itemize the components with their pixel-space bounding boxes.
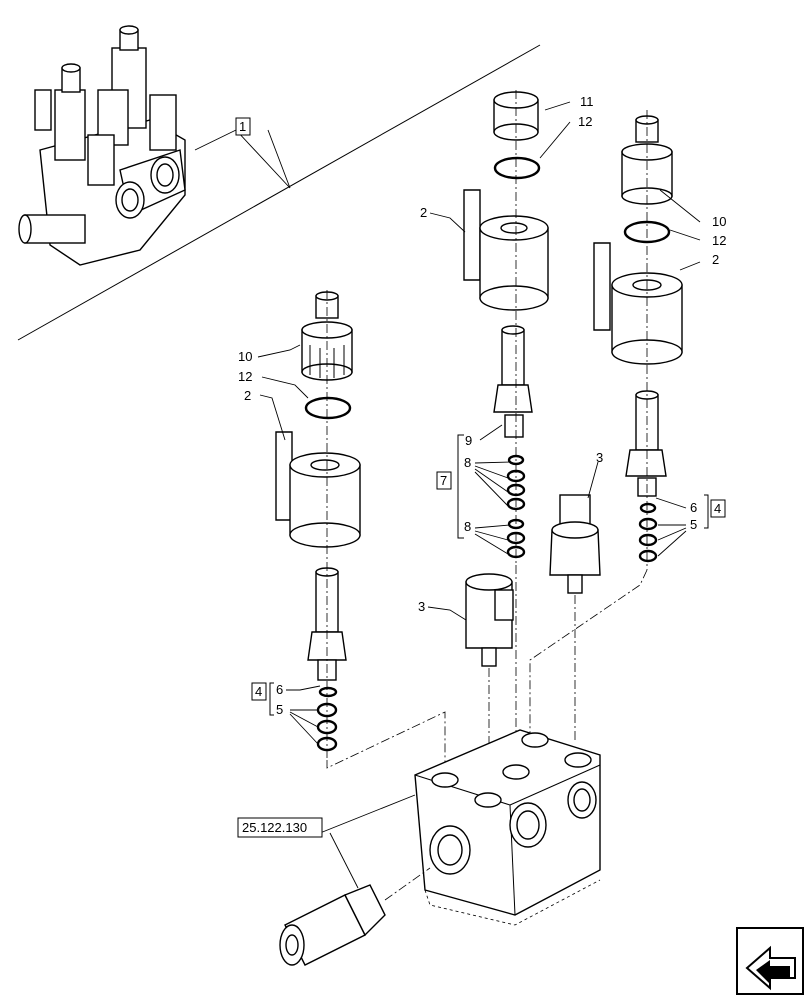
bracket-7 [457, 434, 464, 539]
callout-6-right: 6 [690, 500, 697, 515]
callout-5-left: 5 [276, 702, 283, 717]
callout-11: 11 [580, 94, 594, 109]
callout-4-left-box [251, 682, 267, 701]
callout-7: 7 [440, 473, 447, 488]
callout-2-left: 2 [244, 388, 251, 403]
callout-6-left: 6 [276, 682, 283, 697]
leaders [257, 101, 701, 889]
callout-5-right: 5 [690, 517, 697, 532]
callout-1-leader [194, 129, 291, 189]
navigation-arrow-icon[interactable] [736, 927, 804, 995]
temperature-sensor [279, 867, 431, 966]
column-a-parts [275, 290, 446, 780]
column-b-parts [463, 90, 549, 770]
callout-9: 9 [465, 433, 472, 448]
callout-10-right: 10 [712, 214, 726, 229]
callout-1: 1 [239, 119, 246, 134]
pressure-switch-right [549, 494, 601, 740]
callout-2-center: 2 [420, 205, 427, 220]
assembled-valve-inset [17, 25, 541, 341]
callout-12-center: 12 [578, 114, 592, 129]
callout-3-center: 3 [418, 599, 425, 614]
callout-4-right: 4 [714, 501, 721, 516]
callout-12-right: 12 [712, 233, 726, 248]
callout-2-right: 2 [712, 252, 719, 267]
column-c-parts [529, 110, 683, 740]
bracket-4-left [269, 682, 274, 716]
callout-1-box [235, 117, 251, 136]
callout-10-left: 10 [238, 349, 252, 364]
callout-12-left: 12 [238, 369, 252, 384]
reference-number: 25.122.130 [242, 820, 307, 835]
reference-box [237, 817, 323, 838]
callout-3-right: 3 [596, 450, 603, 465]
bracket-4-right [704, 494, 709, 529]
callout-8-lower: 8 [464, 519, 471, 534]
valve-body [414, 729, 601, 926]
callout-4-right-box [710, 499, 726, 518]
callout-7-box [436, 471, 452, 490]
pressure-switch-center [465, 573, 514, 800]
callout-8-upper: 8 [464, 455, 471, 470]
callout-4-left: 4 [255, 684, 262, 699]
